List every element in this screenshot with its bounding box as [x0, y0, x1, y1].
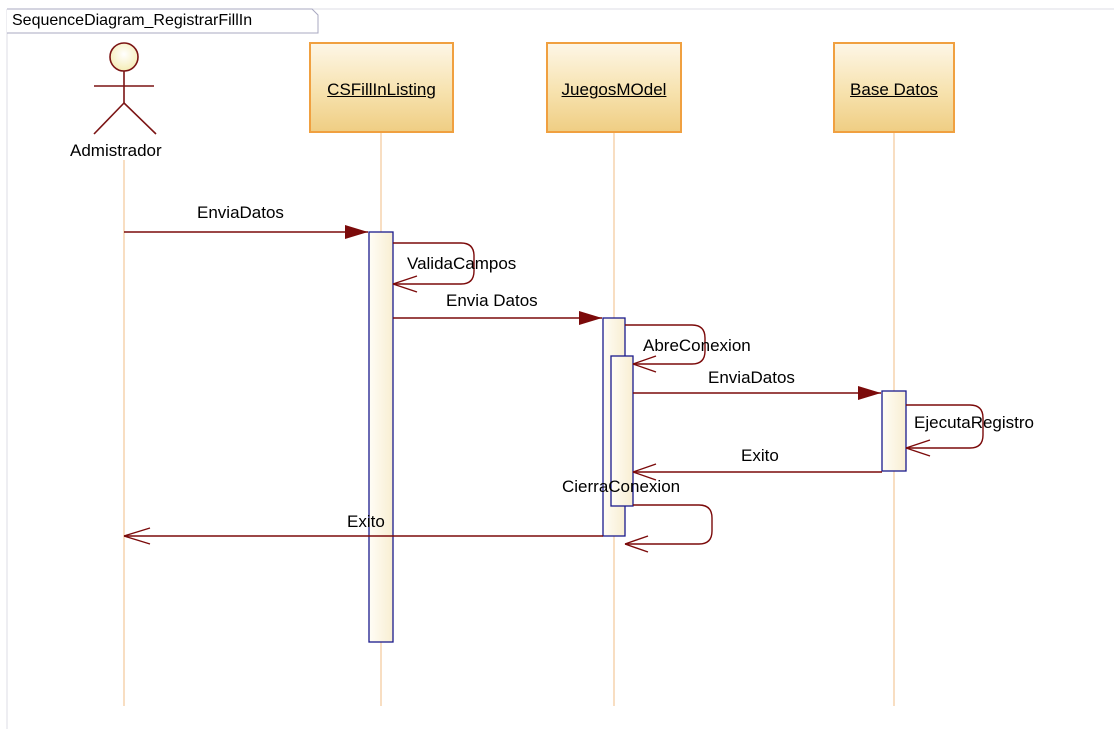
activation-csfillinlisting: [368, 231, 394, 643]
lifeline-label: JuegosMOdel: [561, 80, 667, 99]
actor-label: Admistrador: [70, 141, 162, 160]
arrow-envia-datos: [393, 311, 602, 325]
message-label-enviadatos-1: EnviaDatos: [197, 203, 284, 222]
lifeline-box-csfillinlisting[interactable]: CSFillInListing: [309, 42, 454, 133]
message-arrows: [123, 225, 984, 553]
lifeline-box-base-datos[interactable]: Base Datos: [833, 42, 955, 133]
message-label-enviadatos-2: EnviaDatos: [708, 368, 795, 387]
diagram-frame: [6, 8, 1114, 729]
lifeline-label: CSFillInListing: [327, 80, 436, 99]
message-label-cierraconexion: CierraConexion: [562, 477, 681, 496]
message-label-envia-datos: Envia Datos: [446, 291, 538, 310]
actor-left-leg: [93, 102, 125, 135]
message-label-exito-1: Exito: [741, 446, 779, 465]
message-label-abreconexion: AbreConexion: [643, 336, 751, 355]
lifeline-box-juegosmodel[interactable]: JuegosMOdel: [546, 42, 682, 133]
actor-admistrador[interactable]: [93, 42, 157, 135]
activations: [368, 231, 907, 643]
arrow-validacampos-self: [392, 242, 475, 293]
arrow-abreconexion-self: [625, 324, 706, 373]
activation-base-datos: [881, 390, 907, 472]
arrow-enviadatos-2: [633, 386, 881, 400]
arrow-cierraconexion-self: [624, 504, 713, 553]
actor-right-leg: [123, 102, 157, 135]
arrow-exito-2: [123, 527, 603, 545]
activation-juegosmodel-inner: [610, 355, 634, 507]
arrow-exito-1: [632, 463, 882, 481]
arrow-ejecutaregistro-self: [905, 404, 984, 457]
diagram-frame-title: SequenceDiagram_RegistrarFillIn: [12, 12, 253, 29]
actor-head: [109, 42, 139, 72]
message-label-exito-2: Exito: [347, 512, 385, 531]
lifeline-label: Base Datos: [850, 80, 938, 99]
message-label-validacampos: ValidaCampos: [407, 254, 517, 273]
message-label-ejecutaregistro: EjecutaRegistro: [914, 413, 1035, 432]
arrow-enviadatos-1: [124, 225, 368, 239]
